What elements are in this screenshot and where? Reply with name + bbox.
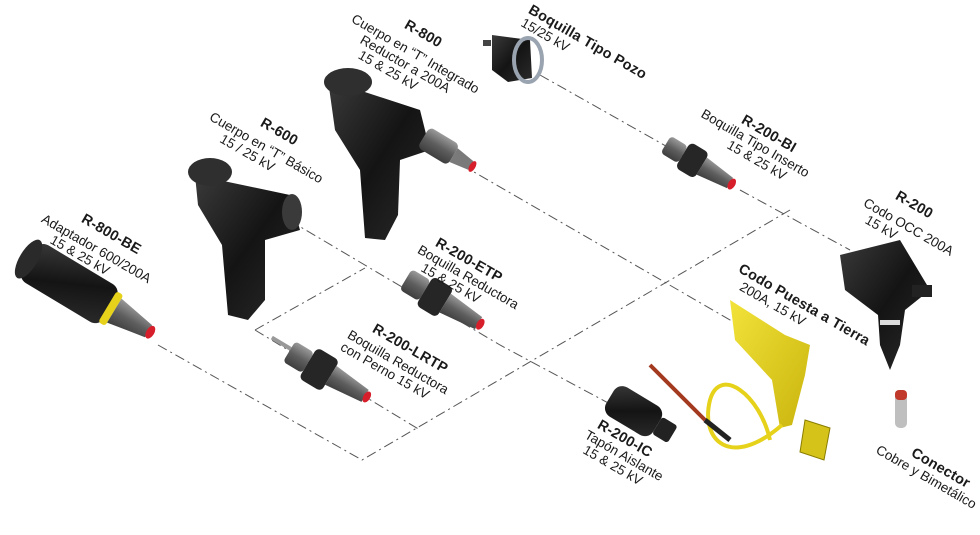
- assembly-line: [461, 164, 783, 351]
- assembly-line: [254, 329, 421, 431]
- r800be-part: [14, 239, 156, 339]
- r800-part: [324, 68, 477, 240]
- boquilla-pozo-part: [483, 35, 544, 84]
- r200-part: [840, 240, 932, 370]
- assembly-line: [254, 267, 366, 331]
- r200lrtp-part: [270, 335, 372, 403]
- r200etp-part: [401, 270, 485, 330]
- r200bi-part: [662, 137, 737, 190]
- conector-part: [895, 390, 907, 428]
- r600-part: [188, 158, 302, 320]
- codo-tierra-part: [648, 300, 831, 461]
- assembly-line: [254, 199, 641, 421]
- assembly-line: [739, 189, 851, 251]
- assembly-line: [157, 209, 791, 461]
- r200ic-part: [604, 386, 677, 443]
